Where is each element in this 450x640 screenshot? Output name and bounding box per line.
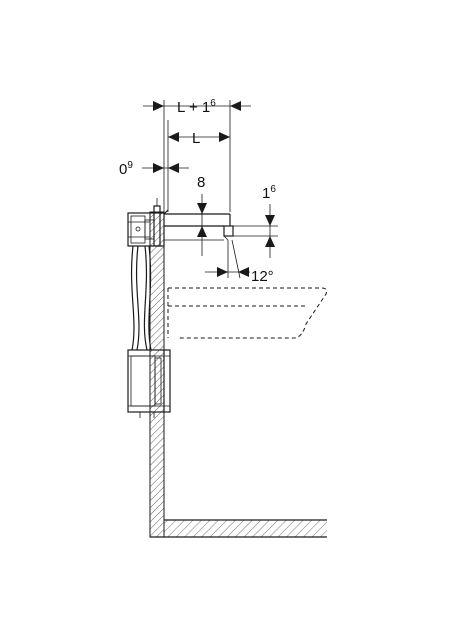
dimension-o9: 09	[119, 160, 189, 178]
label-l-plus-16: L + 16	[177, 98, 216, 116]
dimension-16: 16	[233, 184, 278, 258]
dimension-l-plus-16: L + 16	[143, 98, 251, 212]
upper-mounting-box	[127, 198, 165, 247]
spout	[163, 209, 234, 241]
dimension-angle: 12°	[205, 239, 274, 285]
wall	[149, 211, 165, 538]
washbasin-outline	[167, 287, 327, 339]
label-angle: 12°	[251, 268, 274, 285]
lower-mounting-box	[127, 349, 171, 418]
label-l: L	[192, 130, 200, 147]
label-o9: 09	[119, 160, 133, 178]
label-16: 16	[262, 184, 276, 202]
dimension-8: 8	[197, 174, 207, 256]
cable-conduits	[130, 245, 152, 351]
dimension-l: L	[167, 120, 230, 212]
floor	[150, 519, 327, 538]
label-8: 8	[197, 174, 205, 191]
